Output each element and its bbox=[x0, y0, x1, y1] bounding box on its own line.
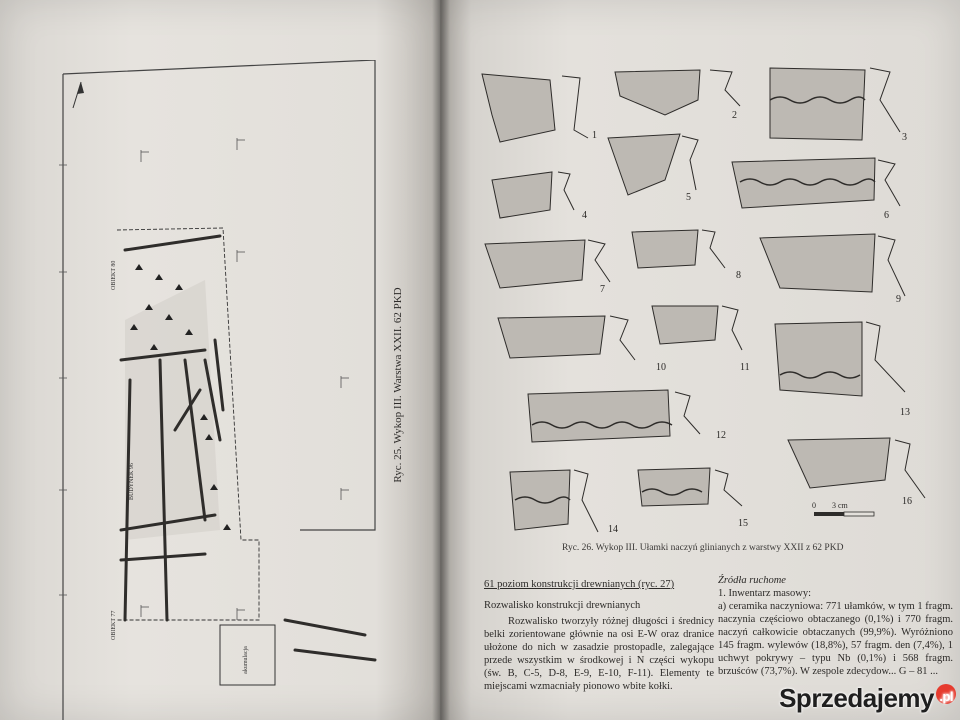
sources-heading: Źródła ruchome bbox=[718, 575, 786, 586]
scale-label: 0 3 cm bbox=[812, 501, 849, 510]
sherd-14 bbox=[509, 469, 571, 531]
text-column-right: Źródła ruchome 1. Inwentarz masowy: a) c… bbox=[718, 574, 953, 678]
pottery-fragments-figure: 1 2 3 4 5 6 7 8 9 10 11 12 13 14 15 16 0… bbox=[481, 67, 926, 535]
sherd-13 bbox=[774, 321, 863, 397]
sherd-5 bbox=[607, 133, 681, 196]
fragment-number: 7 bbox=[600, 284, 605, 295]
watermark-suffix: .pl bbox=[939, 689, 953, 705]
plan-label-obiekt-77: OBIEKT 77 bbox=[111, 611, 117, 640]
sherd-1 bbox=[481, 73, 556, 143]
fragment-number: 2 bbox=[732, 110, 737, 121]
fragment-number: 4 bbox=[582, 210, 587, 221]
sherd-9 bbox=[759, 233, 876, 293]
fragment-number: 10 bbox=[656, 362, 666, 373]
fragment-number: 14 bbox=[608, 524, 618, 535]
left-page: akumulacja OBIEKT 80 BUDYNEK 96 OBIEKT 7… bbox=[0, 0, 442, 720]
fragment-number: 8 bbox=[736, 270, 741, 281]
sherd-10 bbox=[497, 315, 606, 359]
fragment-number: 13 bbox=[900, 407, 910, 418]
subheading: Rozwalisko konstrukcji drewnianych bbox=[484, 600, 641, 611]
figure-26-caption: Ryc. 26. Wykop III. Ułamki naczyń glinia… bbox=[562, 543, 844, 553]
fragment-number: 3 bbox=[902, 132, 907, 143]
plan-label-budynek-96: BUDYNEK 96 bbox=[129, 463, 135, 500]
fragment-number: 12 bbox=[716, 430, 726, 441]
sherd-15 bbox=[637, 467, 711, 507]
watermark-text: Sprzedajemy bbox=[779, 683, 934, 713]
site-watermark: Sprzedajemy .pl bbox=[779, 683, 956, 714]
watermark-dot-icon: .pl bbox=[936, 684, 956, 705]
sherd-3 bbox=[769, 67, 866, 141]
sherd-12 bbox=[527, 389, 671, 443]
section-heading: 61 poziom konstrukcji drewnianych (ryc. … bbox=[484, 579, 675, 590]
scale-bar: 0 3 cm bbox=[812, 501, 875, 517]
sherd-16 bbox=[787, 437, 891, 489]
sherd-4 bbox=[491, 171, 553, 219]
ceramics-paragraph: a) ceramika naczyniowa: 771 ułamków, w t… bbox=[718, 601, 953, 677]
fragment-number: 5 bbox=[686, 192, 691, 203]
sherd-7 bbox=[484, 239, 586, 289]
fragment-number: 6 bbox=[884, 210, 889, 221]
fragment-number: 16 bbox=[902, 496, 912, 507]
plan-label-obiekt-80: OBIEKT 80 bbox=[111, 261, 117, 290]
body-paragraph: Rozwalisko tworzyły różnej długości i śr… bbox=[484, 616, 714, 692]
fragment-number: 9 bbox=[896, 294, 901, 305]
fragment-number: 15 bbox=[738, 518, 748, 529]
fragment-number: 1 bbox=[592, 130, 597, 141]
north-arrow-icon bbox=[72, 81, 84, 109]
sherd-11 bbox=[651, 305, 719, 345]
text-column-left: 61 poziom konstrukcji drewnianych (ryc. … bbox=[484, 578, 714, 693]
plan-label-akumulacja: akumulacja bbox=[243, 646, 249, 674]
sherd-8 bbox=[631, 229, 699, 269]
inventory-line: 1. Inwentarz masowy: bbox=[718, 588, 812, 599]
excavation-plan-drawing: akumulacja OBIEKT 80 BUDYNEK 96 OBIEKT 7… bbox=[59, 60, 377, 720]
sherd-2 bbox=[614, 69, 701, 116]
fragment-number: 11 bbox=[740, 362, 750, 373]
book-gutter bbox=[432, 0, 450, 720]
figure-25-caption: Ryc. 25. Wykop III. Warstwa XXII. 62 PKD bbox=[392, 287, 404, 483]
